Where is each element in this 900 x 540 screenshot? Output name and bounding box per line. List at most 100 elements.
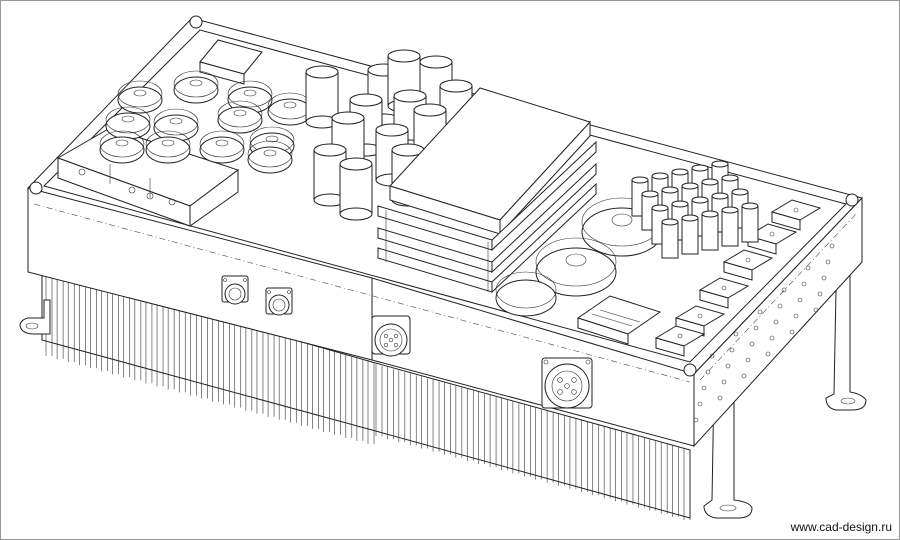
toroid-top — [227, 80, 273, 108]
screw-hole — [769, 335, 775, 341]
screw-hole — [829, 243, 835, 249]
capacitor-top — [419, 55, 453, 69]
toroid-top — [117, 80, 163, 108]
screw-hole — [789, 329, 795, 335]
capacitor-top — [439, 79, 473, 93]
small-capacitor-top — [691, 164, 709, 172]
toroid-hole — [115, 139, 129, 147]
screw-hole — [781, 287, 787, 293]
small-capacitor-top — [701, 178, 719, 186]
screw-hole — [701, 385, 707, 391]
screw-hole — [797, 297, 803, 303]
bracket-screw — [677, 333, 683, 339]
screw-hole — [801, 281, 807, 287]
toroid-top — [145, 130, 191, 158]
heatsink-fins-right — [375, 364, 691, 520]
small-capacitor-top — [731, 188, 749, 196]
screw-hole — [777, 303, 783, 309]
small-capacitor-top — [721, 174, 739, 182]
capacitor-body — [305, 71, 339, 123]
small-capacitor-body — [741, 205, 759, 243]
toroid — [247, 146, 293, 174]
toroid — [173, 76, 219, 104]
toroid — [117, 86, 163, 114]
small-capacitor-top — [641, 190, 659, 198]
screw-hole — [757, 309, 763, 315]
bracket-screw — [697, 313, 703, 319]
large-toroid — [535, 237, 617, 297]
foot-left — [19, 299, 51, 335]
capacitor-top — [375, 123, 409, 137]
bracket-front — [655, 337, 685, 357]
small-capacitor-top — [701, 210, 719, 218]
bracket-front — [723, 261, 753, 281]
screw-hole — [749, 341, 755, 347]
bracket-front — [771, 211, 801, 231]
diode-blocks — [576, 295, 662, 345]
screw-hole — [721, 379, 727, 385]
bracket-screw — [769, 231, 775, 237]
capacitor-top — [313, 143, 347, 157]
small-capacitor-top — [651, 172, 669, 180]
screw-hole — [793, 313, 799, 319]
screw-hole — [817, 291, 823, 297]
screw-hole — [693, 417, 699, 423]
heatsink-fins-left — [45, 272, 375, 444]
screw-hole — [709, 353, 715, 359]
small-capacitor-top — [681, 214, 699, 222]
toroid-hole — [169, 117, 183, 125]
toroid-top — [247, 140, 293, 168]
toroid-hole — [263, 149, 277, 157]
capacitor-bottom — [339, 207, 373, 221]
toroid-hole — [133, 89, 147, 97]
toroid — [217, 106, 263, 134]
toroid-hole — [283, 101, 297, 109]
small-capacitor-top — [741, 202, 759, 210]
screw-hole — [733, 331, 739, 337]
relay — [199, 39, 263, 85]
small-capacitor-top — [671, 168, 689, 176]
toroid-hole — [121, 115, 135, 123]
capacitor-top — [393, 89, 427, 103]
small-capacitor-top — [711, 160, 729, 168]
capacitor-body — [339, 163, 373, 215]
watermark-text: www.cad-design.ru — [790, 520, 892, 534]
screw-hole — [729, 347, 735, 353]
small-capacitor-top — [681, 182, 699, 190]
capacitor-top — [305, 65, 339, 79]
small-capacitor-top — [711, 192, 729, 200]
toroid — [199, 136, 245, 164]
screw-hole — [745, 357, 751, 363]
toroid — [267, 98, 313, 126]
toroid — [99, 136, 145, 164]
screw-hole — [725, 363, 731, 369]
screw-hole — [773, 319, 779, 325]
round-connector-small-1 — [221, 275, 249, 305]
small-capacitor-bank — [631, 160, 759, 259]
bracket-front — [699, 289, 729, 309]
screw-hole — [825, 259, 831, 265]
small-capacitor-body — [701, 213, 719, 251]
screw-hole — [805, 265, 811, 271]
small-capacitor-top — [691, 196, 709, 204]
toroid-hole — [215, 139, 229, 147]
small-capacitor-top — [661, 218, 679, 226]
screw-hole — [753, 325, 759, 331]
capacitor-top — [349, 93, 383, 107]
toroid-hole — [243, 89, 257, 97]
screw-hole — [717, 395, 723, 401]
toroid-hole — [161, 139, 175, 147]
heatsink — [41, 267, 691, 520]
bracket-screw — [793, 207, 799, 213]
screw-hole — [765, 351, 771, 357]
toroid-top — [99, 130, 145, 158]
toroid-top — [173, 70, 219, 98]
screw-hole — [813, 307, 819, 313]
round-connector-small-2 — [265, 287, 293, 316]
small-capacitor-body — [681, 217, 699, 255]
small-capacitor-body — [721, 209, 739, 247]
pcb-module-stack — [377, 87, 597, 294]
toroid-top — [199, 130, 245, 158]
small-toroid — [495, 271, 557, 317]
